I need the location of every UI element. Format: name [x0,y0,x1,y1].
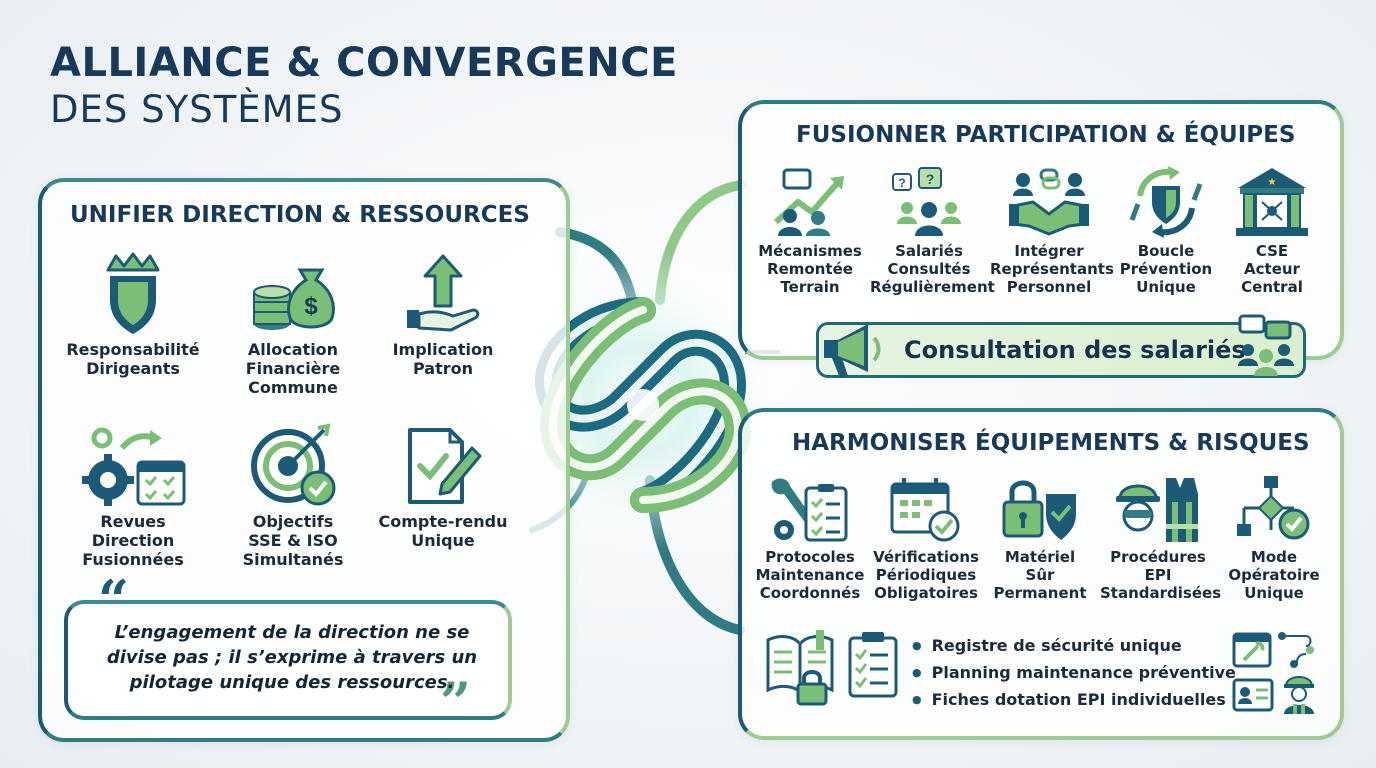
tools-checklist-icon [771,478,848,542]
bottom-right-panel-title: HARMONISER ÉQUIPEMENTS & RISQUES [792,430,1310,456]
hand-arrow-up-icon [407,254,480,332]
main-subtitle: DES SYSTÈMES [50,88,344,131]
banner-text: Consultation des salariés [904,336,1246,364]
gear-calendar-icon [82,427,186,506]
item-cse: ★ CSE Acteur Central [1222,166,1322,296]
calendar-tool-icon [1232,632,1272,668]
clipboard-icon [848,632,898,698]
close-quote-icon: ” [440,670,472,734]
crown-shield-icon [106,252,160,334]
cycle-shield-icon [1129,166,1203,238]
item-responsabilite: Responsabilité Dirigeants [58,252,208,378]
svg-text:?: ? [898,176,905,190]
svg-text:$: $ [304,293,318,320]
top-right-panel-title: FUSIONNER PARTICIPATION & ÉQUIPES [796,122,1296,148]
calendar-check-icon [890,478,960,542]
helmet-vest-icon [1116,478,1198,542]
group-questions-icon: ? ? [892,167,961,236]
item-label: Objectifs SSE & ISO Simultanés [242,512,344,569]
id-badge-icon [1232,678,1274,712]
open-quote-icon: “ [98,568,130,632]
item-label: Matériel Sûr Permanent [993,548,1087,602]
item-label: CSE Acteur Central [1241,242,1303,296]
quote-box [64,600,512,720]
document-pen-icon [408,428,482,504]
item-label: Mécanismes Remontée Terrain [758,242,862,296]
svg-text:?: ? [926,171,935,187]
item-label: Revues Direction Fusionnées [82,512,184,569]
bullet-list: Registre de sécurité unique Planning mai… [912,632,1236,713]
handshake-icon [1009,168,1089,236]
quote-text: L’engagement de la direction ne se divis… [106,622,478,693]
item-revues: Revues Direction Fusionnées [58,422,208,569]
institution-icon: ★ [1236,168,1308,236]
item-label: Compte-rendu Unique [378,512,508,550]
target-icon [251,423,336,506]
item-label: Boucle Prévention Unique [1119,242,1213,296]
item-procedures: Procédures EPI Standardisées [1100,474,1222,602]
item-boucle: Boucle Prévention Unique [1110,166,1222,296]
main-title: ALLIANCE & CONVERGENCE [50,40,678,86]
item-compte-rendu: Compte-rendu Unique [368,422,518,550]
list-item: Planning maintenance préventive [912,659,1236,686]
left-panel-title: UNIFIER DIRECTION & RESSOURCES [70,202,530,228]
item-label: Salariés Consultés Régulièrement [870,242,995,296]
people-chat-icon [1238,314,1294,376]
item-allocation: $ Allocation Financière Commune [218,252,368,397]
money-bag-icon: $ [253,268,335,330]
item-label: Intégrer Représentants Personnel [990,242,1114,296]
item-mode-operatoire: Mode Opératoire Unique [1224,474,1324,602]
item-label: Procédures EPI Standardisées [1100,548,1222,602]
item-label: Implication Patron [392,340,494,378]
list-item: Registre de sécurité unique [912,632,1236,659]
item-label: Allocation Financière Commune [245,340,341,397]
item-implication: Implication Patron [368,252,518,378]
item-verifications: Vérifications Périodiques Obligatoires [870,474,982,602]
item-label: Responsabilité Dirigeants [66,340,200,378]
item-protocoles: Protocoles Maintenance Coordonnés [754,474,866,602]
growth-chart-people-icon [773,168,844,236]
item-materiel: Matériel Sûr Permanent [984,474,1096,602]
item-label: Protocoles Maintenance Coordonnés [755,548,865,602]
item-label: Mode Opératoire Unique [1228,548,1320,602]
book-lock-icon [766,630,834,706]
item-integrer: Intégrer Représentants Personnel [990,166,1114,296]
svg-text:★: ★ [1268,177,1277,188]
item-mecanismes: Mécanismes Remontée Terrain [754,166,866,296]
item-label: Vérifications Périodiques Obligatoires [873,548,979,602]
flowchart-icon [1237,476,1310,540]
list-item: Fiches dotation EPI individuelles [912,686,1236,713]
item-objectifs: Objectifs SSE & ISO Simultanés [218,422,368,569]
consultation-banner [816,322,1306,378]
worker-icon [1284,676,1314,714]
lock-shield-icon [1002,480,1076,540]
item-salaries: ? ? Salariés Consultés Régulièrement [870,166,995,296]
process-flow-icon [1278,632,1314,668]
megaphone-icon [824,324,881,378]
